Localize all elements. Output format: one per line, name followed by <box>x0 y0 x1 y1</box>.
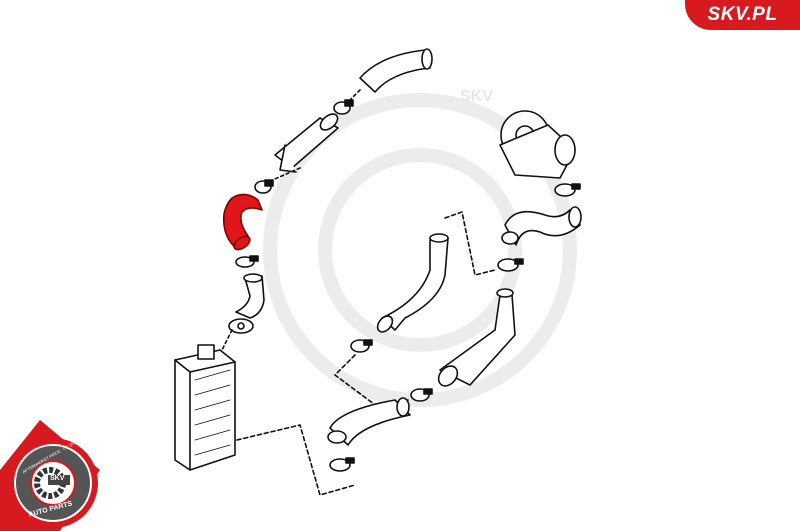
intercooler-hose-highlighted[interactable] <box>222 193 263 252</box>
clamp-4[interactable] <box>554 183 581 197</box>
clamp-8[interactable] <box>329 457 355 472</box>
site-brand-link[interactable]: SKV.PL <box>685 0 800 30</box>
clamp-2[interactable] <box>254 179 274 194</box>
clamp-7[interactable] <box>410 388 433 402</box>
intercooler[interactable] <box>174 344 236 471</box>
elbow-pipe[interactable] <box>235 273 265 319</box>
clamp-5[interactable] <box>497 258 524 272</box>
gasket[interactable] <box>228 318 254 334</box>
clamp-6[interactable] <box>350 339 373 353</box>
turbocharger[interactable] <box>499 110 576 179</box>
badge-center-text: SKV <box>50 475 65 482</box>
clamp-1[interactable] <box>333 99 354 115</box>
clamp-3[interactable] <box>235 255 259 268</box>
middle-hose[interactable] <box>375 233 449 335</box>
lower-hose[interactable] <box>327 397 411 446</box>
watermark-text: SKV <box>460 88 493 105</box>
turbo-hose[interactable] <box>501 206 582 246</box>
upper-hose[interactable] <box>359 48 433 93</box>
skv-quality-badge <box>0 420 100 531</box>
throttle-pipe[interactable] <box>435 288 516 390</box>
charge-pipe[interactable] <box>274 111 341 173</box>
